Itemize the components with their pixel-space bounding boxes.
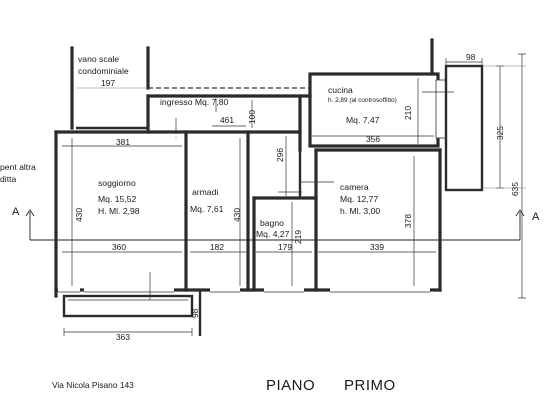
camera-area: Mq. 12,77 [340,194,378,204]
openings [58,134,430,294]
dim-210: 210 [403,106,413,120]
stairwell-walls [70,46,310,130]
labels: vano scale condominiale 197 ingresso Mq.… [0,52,540,394]
armadi-name: armadi [192,187,218,197]
dim-296: 296 [275,148,285,162]
section-a-right: A [532,211,540,223]
dim-182: 182 [210,242,224,252]
vano-scale-line1: vano scale [78,54,119,64]
dim-360: 360 [112,242,126,252]
left-note-line1: pent altra [0,162,36,172]
bagno-area: Mq. 4,27 [256,229,290,239]
bagno-name: bagno [260,218,284,228]
dim-98: 98 [466,52,476,62]
dim-430-left: 430 [74,208,84,222]
dim-356: 356 [366,134,380,144]
dimension-lines [62,78,436,300]
title-primo: PRIMO [344,377,396,394]
soggiorno-name: soggiorno [98,178,136,188]
dim-100: 100 [247,110,257,124]
dim-219: 219 [293,230,303,244]
camera-name: camera [340,182,369,192]
balcony-bottom [62,290,202,336]
dim-430-mid: 430 [232,208,242,222]
address: Via Nicola Pisano 143 [52,380,134,390]
title-piano: PIANO [266,377,315,394]
balcony-right [444,53,526,299]
dim-461: 461 [220,115,234,125]
soggiorno-height: H. Ml. 2,98 [98,206,140,216]
armadi-area: Mq. 7,61 [190,204,224,214]
ingresso-walls [146,94,312,138]
interior-walls [184,130,318,292]
cucina-name: cucina [328,85,353,95]
dim-363: 363 [116,332,130,342]
dim-325: 325 [495,126,505,140]
soggiorno-area: Mq. 15,52 [98,194,136,204]
dim-378: 378 [403,214,413,228]
cucina-note: h. 2,89 (al controsoffitto) [328,97,397,104]
dim-197: 197 [101,78,115,88]
section-a-left: A [12,206,20,218]
ingresso-label: ingresso Mq. 7,80 [160,97,229,107]
dim-635: 635 [510,182,520,196]
section-line [25,209,525,241]
cucina-walls [308,38,454,148]
dim-381: 381 [116,137,130,147]
dim-179: 179 [278,242,292,252]
dim-98-bottom: 98 [190,308,200,318]
cucina-area: Mq. 7,47 [346,115,380,125]
dim-339: 339 [370,242,384,252]
camera-height: h. Ml. 3,00 [340,206,380,216]
vano-scale-line2: condominiale [78,66,129,76]
left-note-line2: ditta [0,174,16,184]
